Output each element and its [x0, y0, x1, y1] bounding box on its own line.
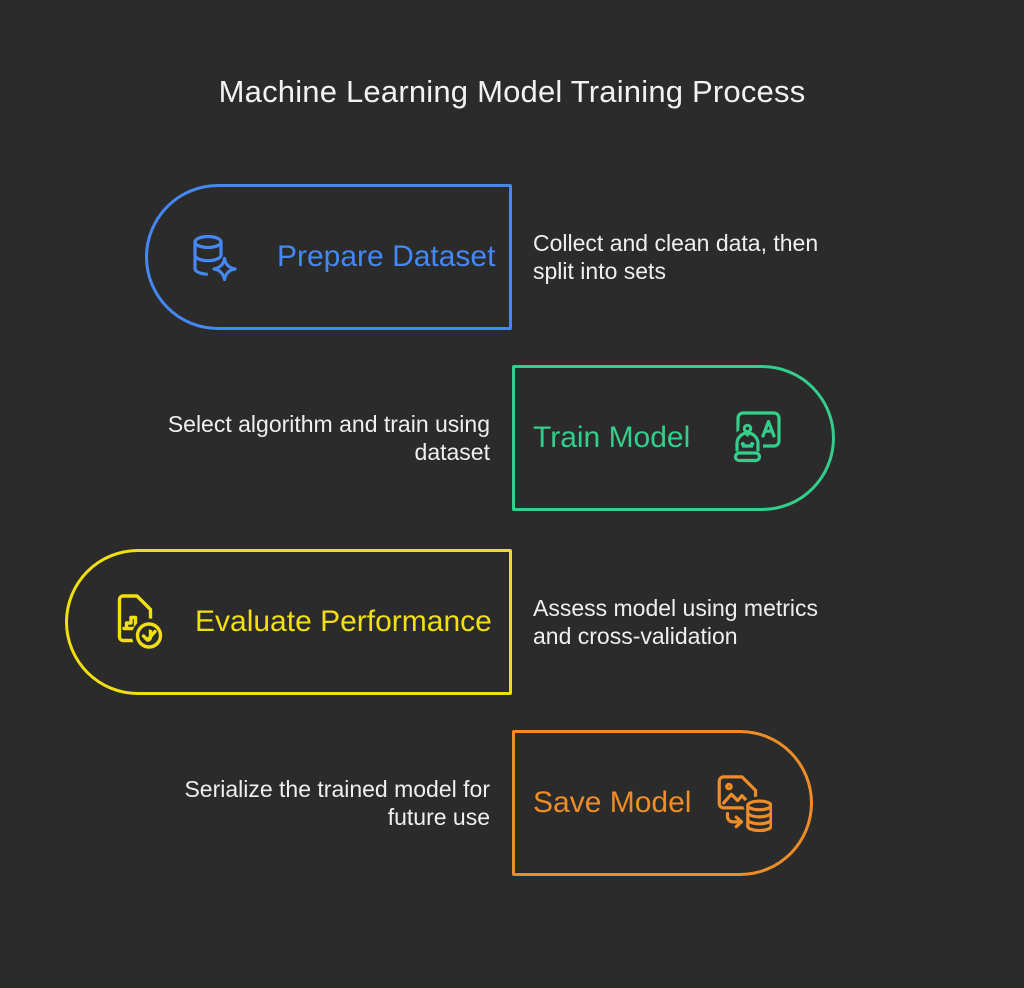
robot-training-icon	[725, 407, 783, 469]
step-shape-train-model: Train Model	[512, 365, 835, 511]
step-shape-evaluate-performance: Evaluate Performance	[65, 549, 512, 695]
step-label-train-model: Train Model	[533, 421, 691, 454]
diagram-title: Machine Learning Model Training Process	[218, 74, 806, 109]
step-label-evaluate-performance: Evaluate Performance	[195, 605, 492, 638]
report-check-icon	[107, 590, 171, 654]
step-description-evaluate-performance: Assess model using metrics and cross-val…	[533, 595, 819, 649]
step-description-train-model: Select algorithm and train using dataset	[167, 411, 490, 465]
database-sparkle-icon	[187, 231, 239, 283]
step-shape-prepare-dataset: Prepare Dataset	[145, 184, 512, 330]
step-description-prepare-dataset: Collect and clean data, then split into …	[533, 230, 819, 284]
step-description-save-model: Serialize the trained model for future u…	[184, 776, 490, 830]
step-label-prepare-dataset: Prepare Dataset	[277, 240, 496, 273]
save-to-database-icon	[712, 772, 772, 834]
step-label-save-model: Save Model	[533, 786, 692, 819]
step-shape-save-model: Save Model	[512, 730, 813, 876]
